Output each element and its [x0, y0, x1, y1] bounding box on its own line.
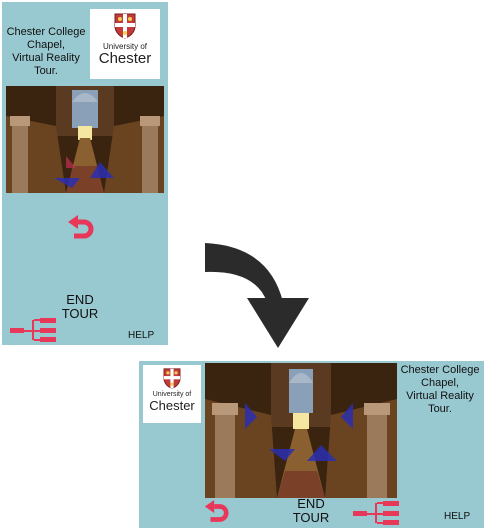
end-tour-button[interactable]: END TOUR: [50, 293, 110, 321]
navigation-triangle-icon[interactable]: [54, 178, 80, 188]
end-tour-line-1: END: [297, 496, 325, 511]
chapel-panorama-view[interactable]: [6, 86, 164, 193]
navigation-triangle-icon[interactable]: [307, 445, 337, 461]
back-button[interactable]: [66, 215, 94, 243]
logo-line-1: University of: [152, 391, 192, 398]
navigation-triangle-icon[interactable]: [90, 162, 114, 178]
university-logo: University of Chester: [90, 9, 160, 79]
end-tour-line-2: TOUR: [61, 306, 99, 321]
tour-title: Chester College Chapel, Virtual Reality …: [397, 364, 483, 416]
navigation-triangle-icon[interactable]: [341, 403, 353, 429]
tour-title: Chester College Chapel, Virtual Reality …: [4, 26, 88, 78]
site-map-button[interactable]: [353, 501, 401, 525]
end-tour-line-1: END: [66, 292, 94, 307]
curved-arrow-icon: [205, 243, 309, 348]
nav-overlay: [54, 156, 114, 188]
end-tour-button[interactable]: END TOUR: [281, 497, 341, 525]
site-map-icon: [353, 501, 399, 525]
site-map-button[interactable]: [10, 318, 58, 342]
back-button[interactable]: [203, 500, 229, 526]
end-tour-line-2: TOUR: [292, 510, 330, 525]
title-line: Virtual Reality: [406, 390, 474, 402]
transition-arrow: [203, 240, 315, 357]
landscape-layout-panel: University of Chester Chester College: [139, 361, 484, 528]
title-line: Virtual Reality: [12, 52, 80, 64]
title-line: Chapel,: [27, 39, 65, 51]
help-link[interactable]: HELP: [128, 330, 155, 341]
title-line: Tour.: [428, 403, 452, 415]
site-map-icon: [10, 318, 56, 342]
university-logo: University of Chester: [143, 365, 201, 423]
chapel-panorama-view[interactable]: [205, 363, 397, 498]
help-link[interactable]: HELP: [444, 511, 471, 522]
logo-line-2: Chester: [149, 398, 195, 413]
u-turn-arrow-icon: [68, 215, 94, 239]
title-line: Tour.: [34, 65, 58, 77]
logo-line-1: University of: [102, 42, 147, 51]
title-line: Chapel,: [421, 377, 459, 389]
title-line: Chester College: [6, 26, 86, 38]
logo-line-2: Chester: [98, 50, 152, 67]
shield-crest-icon: [163, 368, 181, 389]
nav-overlay: [245, 403, 353, 461]
title-line: Chester College: [400, 364, 480, 376]
navigation-triangle-icon[interactable]: [269, 449, 295, 461]
portrait-layout-panel: Chester College Chapel, Virtual Reality …: [2, 2, 168, 345]
chapel-interior-image: [205, 363, 397, 498]
u-turn-arrow-icon: [204, 500, 229, 522]
navigation-triangle-icon[interactable]: [245, 403, 257, 429]
shield-crest-icon: [114, 13, 136, 39]
